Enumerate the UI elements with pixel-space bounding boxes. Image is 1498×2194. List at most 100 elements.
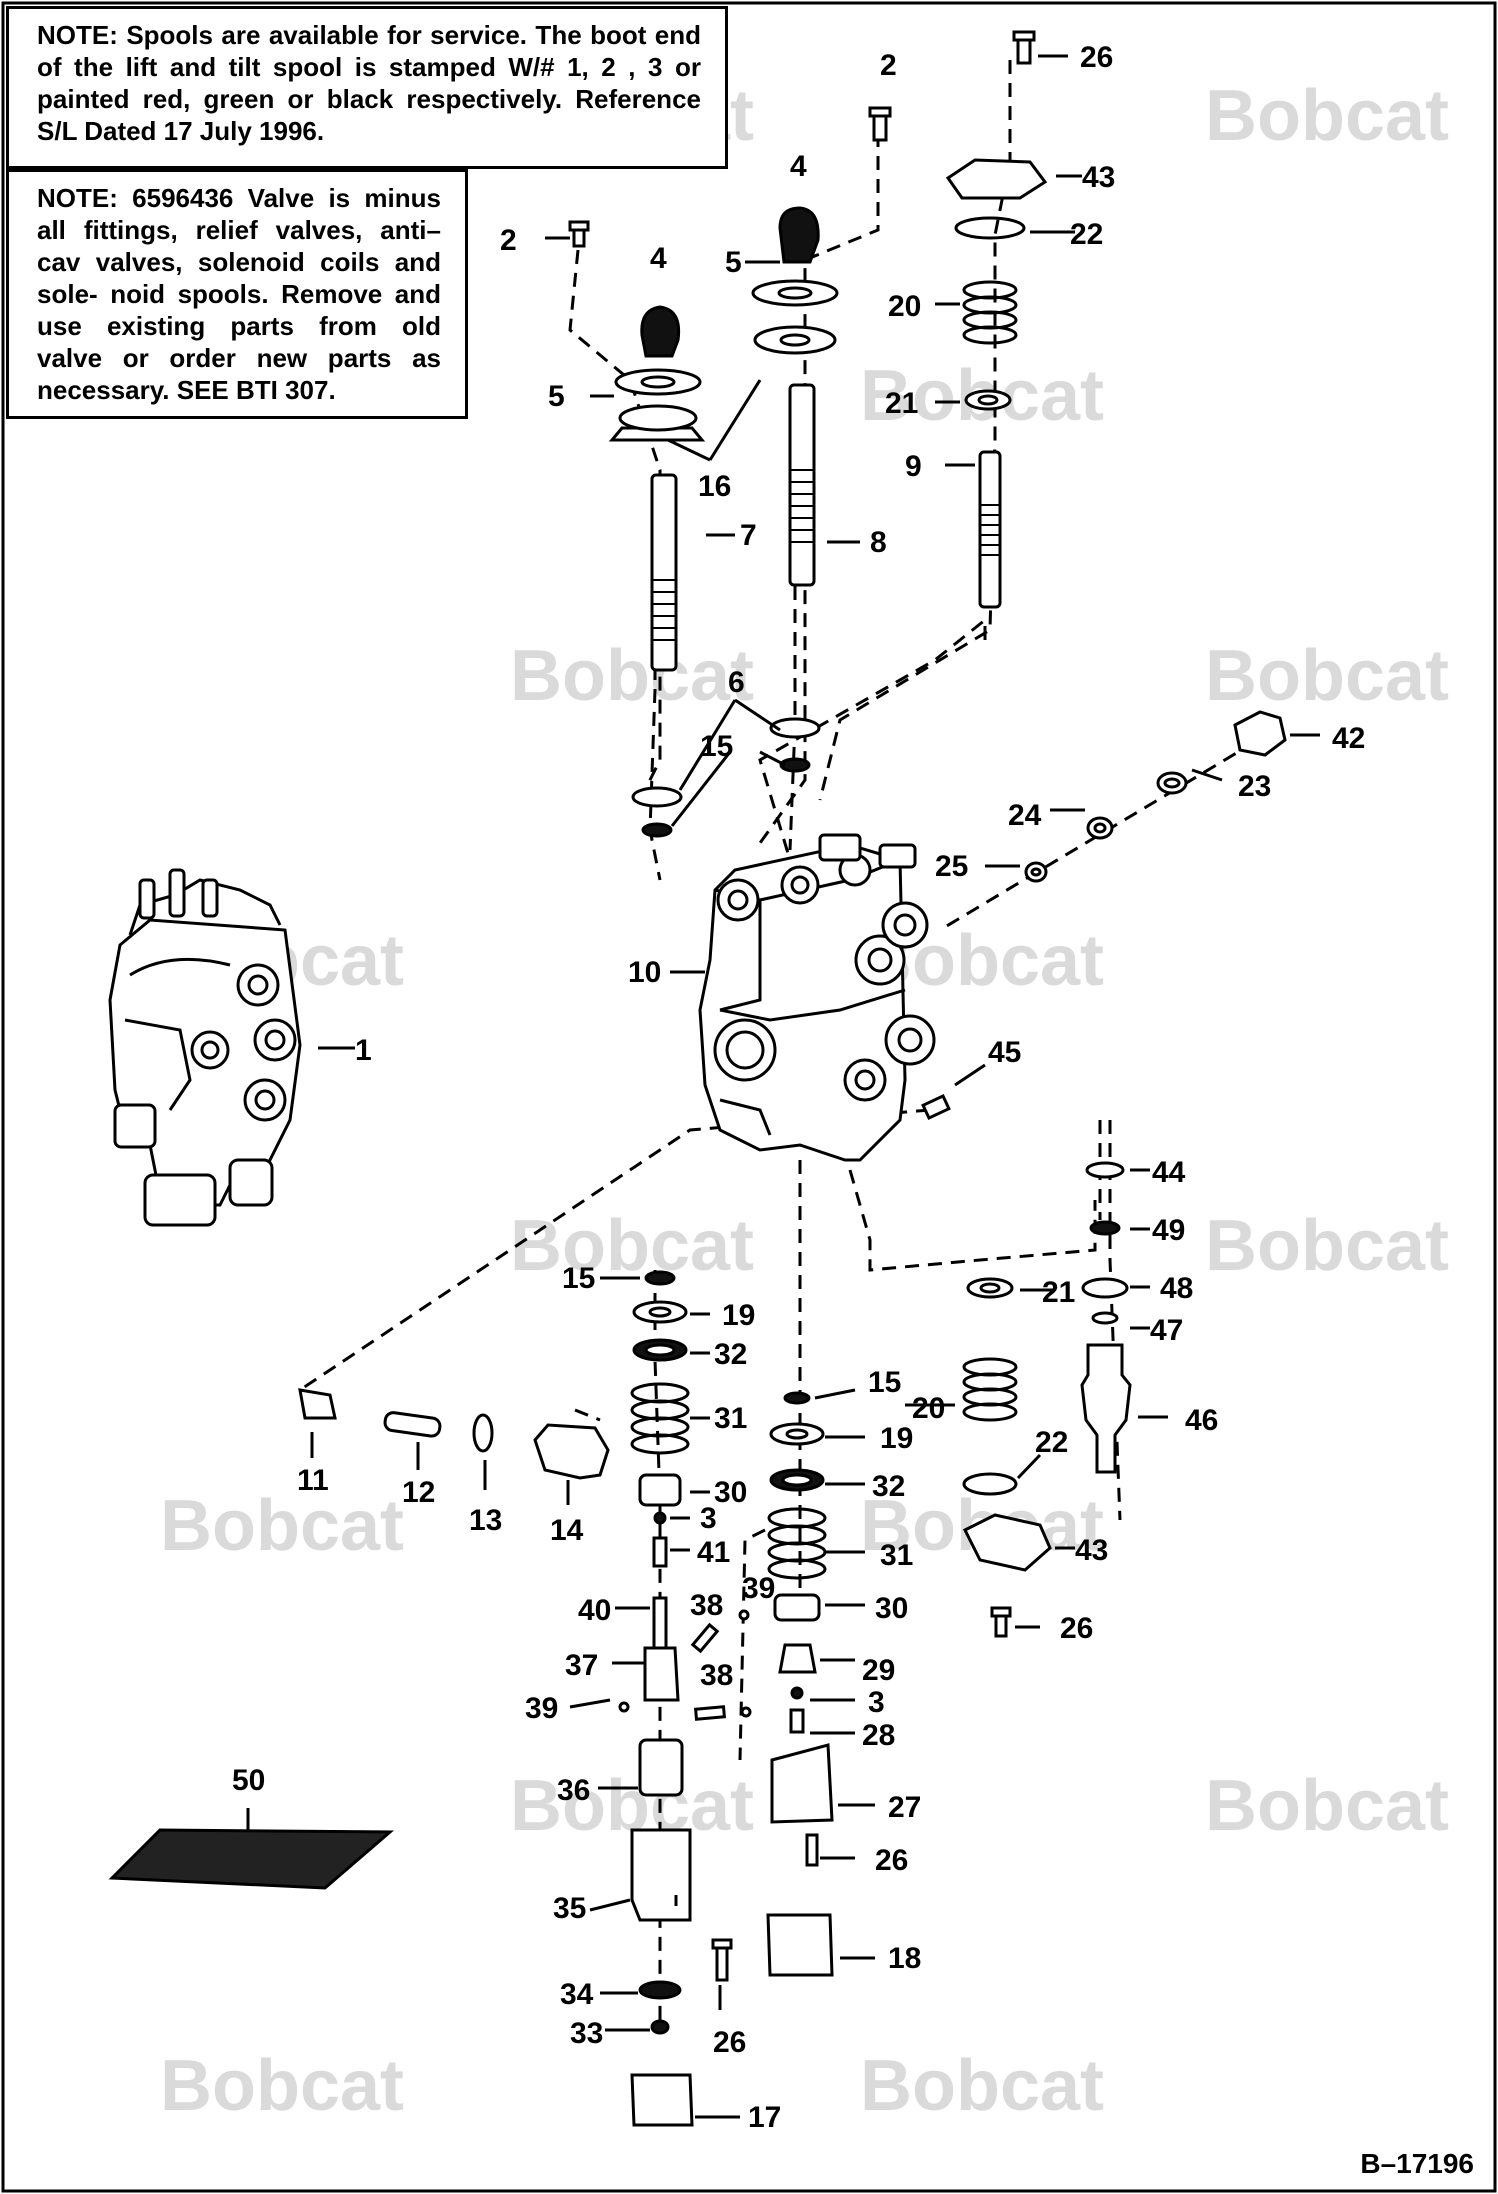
callout-38: 38 — [700, 1659, 733, 1692]
note-heading: NOTE: — [37, 20, 118, 50]
callout-3: 3 — [868, 1686, 885, 1719]
callout-4: 4 — [650, 242, 667, 275]
callout-25: 25 — [935, 850, 968, 883]
note-text: 6596436 Valve is minus all fittings, rel… — [37, 183, 441, 405]
callout-26: 26 — [713, 2026, 746, 2059]
watermark: Bobcat — [510, 1206, 754, 1286]
right-lower-group — [962, 1161, 1132, 1638]
watermark: Bobcat — [1205, 636, 1449, 716]
callout-19: 19 — [880, 1422, 913, 1455]
callout-50: 50 — [232, 1764, 265, 1797]
callout-38: 38 — [690, 1589, 723, 1622]
left-lower-group — [298, 1388, 610, 1480]
callout-15: 15 — [868, 1366, 901, 1399]
callout-5: 5 — [725, 246, 742, 279]
callout-8: 8 — [870, 526, 887, 559]
callout-41: 41 — [697, 1536, 730, 1569]
assembled-valve-illustration — [108, 868, 302, 1227]
callout-45: 45 — [988, 1036, 1021, 1069]
screw-45 — [921, 1094, 951, 1120]
leader-lines — [310, 54, 1320, 2119]
callout-20: 20 — [888, 290, 921, 323]
callout-28: 28 — [862, 1719, 895, 1752]
callout-21: 21 — [885, 387, 918, 420]
watermark: Bobcat — [1205, 1766, 1449, 1846]
callout-34: 34 — [560, 1978, 594, 2011]
callout-39: 39 — [525, 1692, 558, 1725]
callout-27: 27 — [888, 1791, 921, 1824]
callout-24: 24 — [1008, 799, 1042, 832]
callout-1: 1 — [355, 1034, 372, 1067]
callout-48: 48 — [1160, 1272, 1193, 1305]
callout-11: 11 — [297, 1464, 329, 1497]
service-note: NOTE: Spools are available for service. … — [6, 6, 728, 169]
watermark: Bobcat — [160, 2046, 404, 2126]
callout-19: 19 — [722, 1299, 755, 1332]
orings-upper — [631, 717, 821, 838]
callout-43: 43 — [1075, 1534, 1108, 1567]
callout-labels: 1 2 2 3 3 4 4 5 5 6 7 8 9 10 11 12 13 14… — [232, 41, 1365, 2134]
callout-26: 26 — [875, 1844, 908, 1877]
callout-9: 9 — [905, 450, 922, 483]
callout-2: 2 — [500, 224, 517, 257]
callout-3: 3 — [700, 1502, 717, 1535]
callout-14: 14 — [550, 1514, 584, 1547]
valve-body-illustration — [698, 833, 936, 1162]
callout-35: 35 — [553, 1892, 586, 1925]
callout-46: 46 — [1185, 1404, 1218, 1437]
callout-47: 47 — [1150, 1314, 1183, 1347]
valve-note: NOTE: 6596436 Valve is minus all fitting… — [6, 169, 468, 419]
callout-40: 40 — [578, 1594, 611, 1627]
callout-32: 32 — [872, 1470, 905, 1503]
callout-6: 6 — [728, 666, 745, 699]
callout-26: 26 — [1080, 41, 1113, 74]
callout-33: 33 — [570, 2017, 603, 2050]
callout-49: 49 — [1152, 1214, 1185, 1247]
callout-20: 20 — [912, 1392, 945, 1425]
callout-44: 44 — [1152, 1156, 1186, 1189]
callout-39: 39 — [742, 1572, 775, 1605]
callout-31: 31 — [714, 1402, 747, 1435]
watermark: Bobcat — [1205, 76, 1449, 156]
callout-18: 18 — [888, 1942, 921, 1975]
watermark: Bobcat — [1205, 1206, 1449, 1286]
callout-23: 23 — [1238, 770, 1271, 803]
spool-8-group — [751, 106, 892, 587]
callout-12: 12 — [402, 1476, 435, 1509]
callout-43: 43 — [1082, 161, 1115, 194]
fitting-42-group — [1024, 710, 1287, 883]
callout-30: 30 — [875, 1592, 908, 1625]
spool-7-group — [568, 220, 706, 672]
callout-10: 10 — [628, 956, 661, 989]
note-text: Spools are available for service. The bo… — [37, 20, 701, 146]
callout-7: 7 — [740, 519, 757, 552]
callout-15: 15 — [700, 730, 733, 763]
callout-22: 22 — [1035, 1426, 1068, 1459]
center-left-stack — [618, 1270, 752, 2127]
callout-26: 26 — [1060, 1612, 1093, 1645]
callout-29: 29 — [862, 1654, 895, 1687]
watermark: Bobcat — [860, 2046, 1104, 2126]
spool-9-group — [945, 30, 1048, 609]
figure-id: B–17196 — [1360, 2148, 1474, 2179]
callout-37: 37 — [565, 1649, 598, 1682]
note-heading: NOTE: — [37, 183, 118, 213]
callout-15: 15 — [562, 1262, 595, 1295]
center-right-stack — [766, 1391, 834, 1977]
callout-32: 32 — [714, 1338, 747, 1371]
callout-21: 21 — [1042, 1276, 1075, 1309]
callout-4: 4 — [790, 150, 807, 183]
callout-16: 16 — [698, 470, 731, 503]
callout-17: 17 — [748, 2101, 781, 2134]
callout-22: 22 — [1070, 218, 1103, 251]
callout-31: 31 — [880, 1539, 913, 1572]
watermark: Bobcat — [160, 1486, 404, 1566]
callout-42: 42 — [1332, 722, 1365, 755]
watermark: Bobcat — [510, 636, 754, 716]
callout-2: 2 — [880, 49, 897, 82]
callout-5: 5 — [548, 380, 565, 413]
callout-13: 13 — [469, 1504, 502, 1537]
